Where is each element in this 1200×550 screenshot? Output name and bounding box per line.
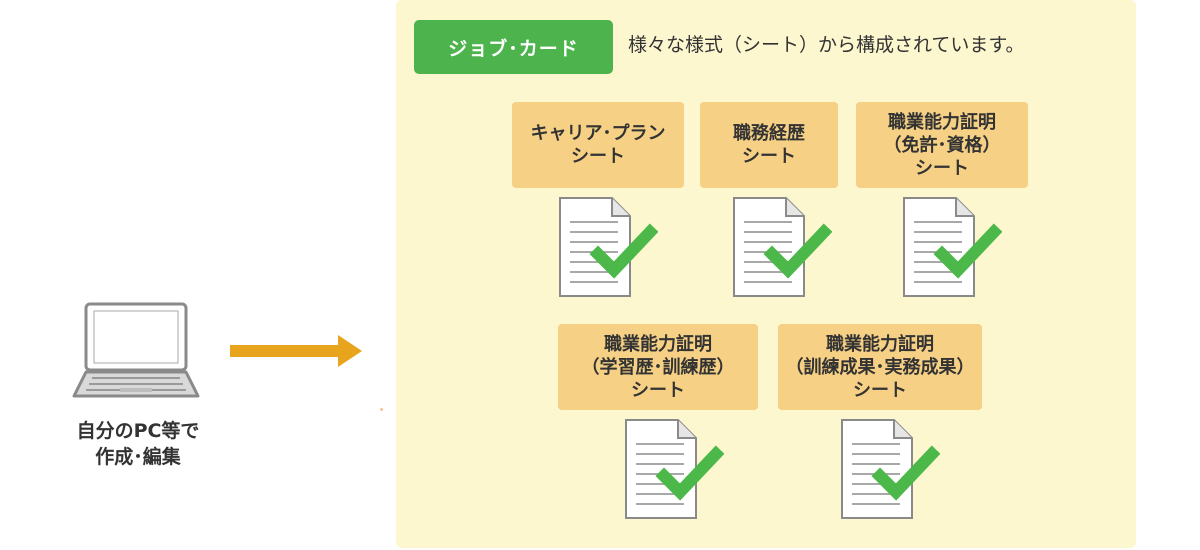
document-check-icon (559, 197, 658, 297)
arrow-right-icon (230, 335, 362, 367)
document-check-icon (903, 197, 1002, 297)
sheet-label-line: 職務経歴 (733, 123, 805, 144)
caption-line-1: 自分のPC等で (76, 420, 200, 442)
sheet-training-work-results: 職業能力証明 （訓練成果･実務成果） シート (778, 324, 982, 410)
document-check-icon (625, 419, 724, 519)
sheet-label-line: （免許･資格） (883, 134, 1001, 156)
sheet-label-line: シート (571, 146, 625, 167)
sheet-label-line: シート (853, 379, 907, 401)
sheet-label-line: シート (631, 379, 685, 401)
sheet-career-plan: キャリア･プラン シート (512, 102, 684, 188)
sheet-learning-training: 職業能力証明 （学習歴･訓練歴） シート (558, 324, 758, 410)
left-caption: 自分のPC等で 作成･編集 (48, 418, 228, 470)
sheet-label-line: 職業能力証明 (826, 333, 934, 355)
document-check-icon (841, 419, 940, 519)
job-card-tag: ジョブ･カード (414, 20, 613, 74)
document-check-icon (733, 197, 832, 297)
sheet-label-line: キャリア･プラン (530, 123, 666, 144)
decorative-dot (380, 408, 383, 411)
sheet-label-line: シート (915, 157, 969, 179)
laptop-icon (72, 302, 200, 398)
sheet-label-line: シート (742, 146, 796, 167)
sheet-label-line: （学習歴･訓練歴） (581, 356, 735, 378)
sheet-label-line: （訓練成果･実務成果） (785, 356, 975, 378)
sheet-work-history: 職務経歴 シート (700, 102, 838, 188)
sheet-license-qualification: 職業能力証明 （免許･資格） シート (856, 102, 1028, 188)
panel-description: 様々な様式（シート）から構成されています。 (628, 34, 1025, 56)
sheet-label-line: 職業能力証明 (604, 333, 712, 355)
caption-line-2: 作成･編集 (95, 446, 181, 468)
sheet-label-line: 職業能力証明 (888, 111, 996, 133)
